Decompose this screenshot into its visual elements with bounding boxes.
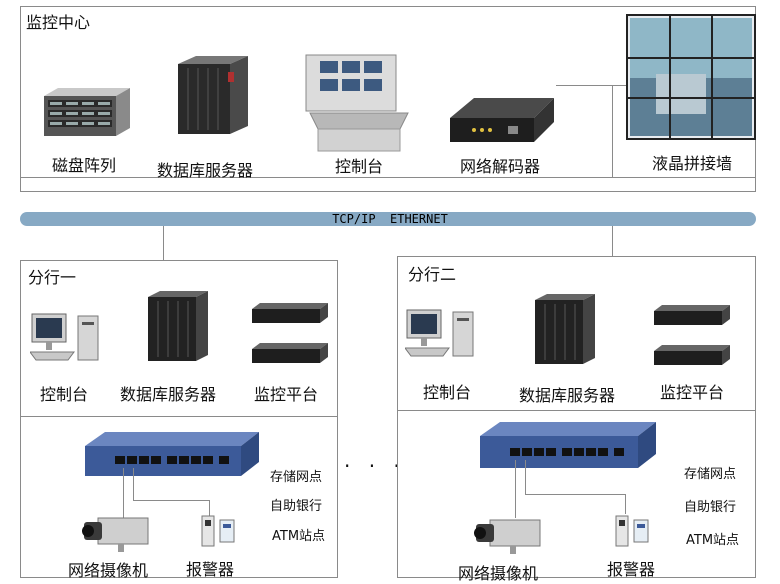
switch-to-alarm-line-v bbox=[625, 494, 626, 514]
branch-1-camera-label: 网络摄像机 bbox=[68, 561, 149, 580]
center-divider bbox=[20, 177, 756, 178]
branch-2-site-storage: 存储网点 bbox=[684, 467, 737, 482]
disk-array-icon bbox=[44, 88, 130, 136]
alarm-icon bbox=[201, 515, 235, 547]
network-switch-icon bbox=[85, 432, 259, 476]
branch-2-console-label: 控制台 bbox=[423, 383, 472, 402]
branch-1-monitor-label: 监控平台 bbox=[254, 385, 319, 404]
server-tower-icon bbox=[178, 56, 248, 134]
rack-unit-icon bbox=[252, 303, 328, 363]
video-wall-label: 液晶拼接墙 bbox=[652, 154, 733, 173]
branch-2-divider bbox=[397, 410, 756, 411]
ellipsis: · · · bbox=[344, 454, 406, 478]
alarm-icon bbox=[615, 515, 649, 547]
camera-icon bbox=[474, 519, 541, 554]
switch-to-alarm-line bbox=[525, 460, 526, 494]
video-wall-icon bbox=[626, 14, 756, 140]
branch-2-camera-label: 网络摄像机 bbox=[458, 564, 539, 583]
center-title: 监控中心 bbox=[26, 13, 91, 32]
center-db-server-label: 数据库服务器 bbox=[157, 161, 254, 180]
server-rack-icon bbox=[535, 294, 595, 364]
branch-1-console-label: 控制台 bbox=[40, 385, 89, 404]
switch-to-camera-line bbox=[515, 460, 516, 518]
branch-1-site-atm: ATM站点 bbox=[272, 529, 326, 544]
desktop-pc-icon bbox=[405, 309, 474, 357]
network-decoder-icon bbox=[450, 98, 554, 142]
decoder-label: 网络解码器 bbox=[460, 157, 541, 176]
branch-1-site-storage: 存储网点 bbox=[270, 470, 323, 485]
video-wall-connector-h bbox=[556, 85, 626, 86]
branch-1-site-self-service: 自助银行 bbox=[270, 499, 323, 514]
branch-1-db-server-label: 数据库服务器 bbox=[120, 385, 217, 404]
branch-2-site-atm: ATM站点 bbox=[686, 533, 740, 548]
switch-to-camera-line bbox=[123, 468, 124, 522]
branch-2-alarm-label: 报警器 bbox=[607, 560, 656, 579]
bus-drop-branch-1 bbox=[163, 226, 164, 260]
desktop-pc-icon bbox=[30, 313, 99, 361]
server-rack-icon bbox=[148, 291, 208, 361]
ethernet-label: TCP/IP ETHERNET bbox=[332, 212, 448, 226]
branch-1-title: 分行一 bbox=[28, 268, 77, 287]
disk-array-label: 磁盘阵列 bbox=[52, 156, 117, 175]
branch-1-alarm-label: 报警器 bbox=[186, 560, 235, 579]
network-switch-icon bbox=[480, 422, 656, 468]
camera-icon bbox=[82, 517, 149, 552]
center-console-label: 控制台 bbox=[335, 157, 384, 176]
control-console-icon bbox=[305, 54, 409, 152]
switch-to-alarm-line-v bbox=[209, 500, 210, 516]
switch-to-alarm-line-h bbox=[525, 494, 625, 495]
bus-drop-branch-2 bbox=[612, 226, 613, 256]
video-wall-connector bbox=[612, 85, 613, 177]
ethernet-bus bbox=[20, 212, 756, 226]
branch-2-monitor-label: 监控平台 bbox=[660, 383, 725, 402]
branch-2-site-self-service: 自助银行 bbox=[684, 500, 737, 515]
switch-to-alarm-line bbox=[133, 468, 134, 500]
switch-to-alarm-line-h bbox=[133, 500, 209, 501]
branch-1-divider bbox=[20, 416, 338, 417]
rack-unit-icon bbox=[654, 305, 730, 365]
branch-2-title: 分行二 bbox=[408, 265, 457, 284]
branch-2-db-server-label: 数据库服务器 bbox=[519, 386, 616, 405]
